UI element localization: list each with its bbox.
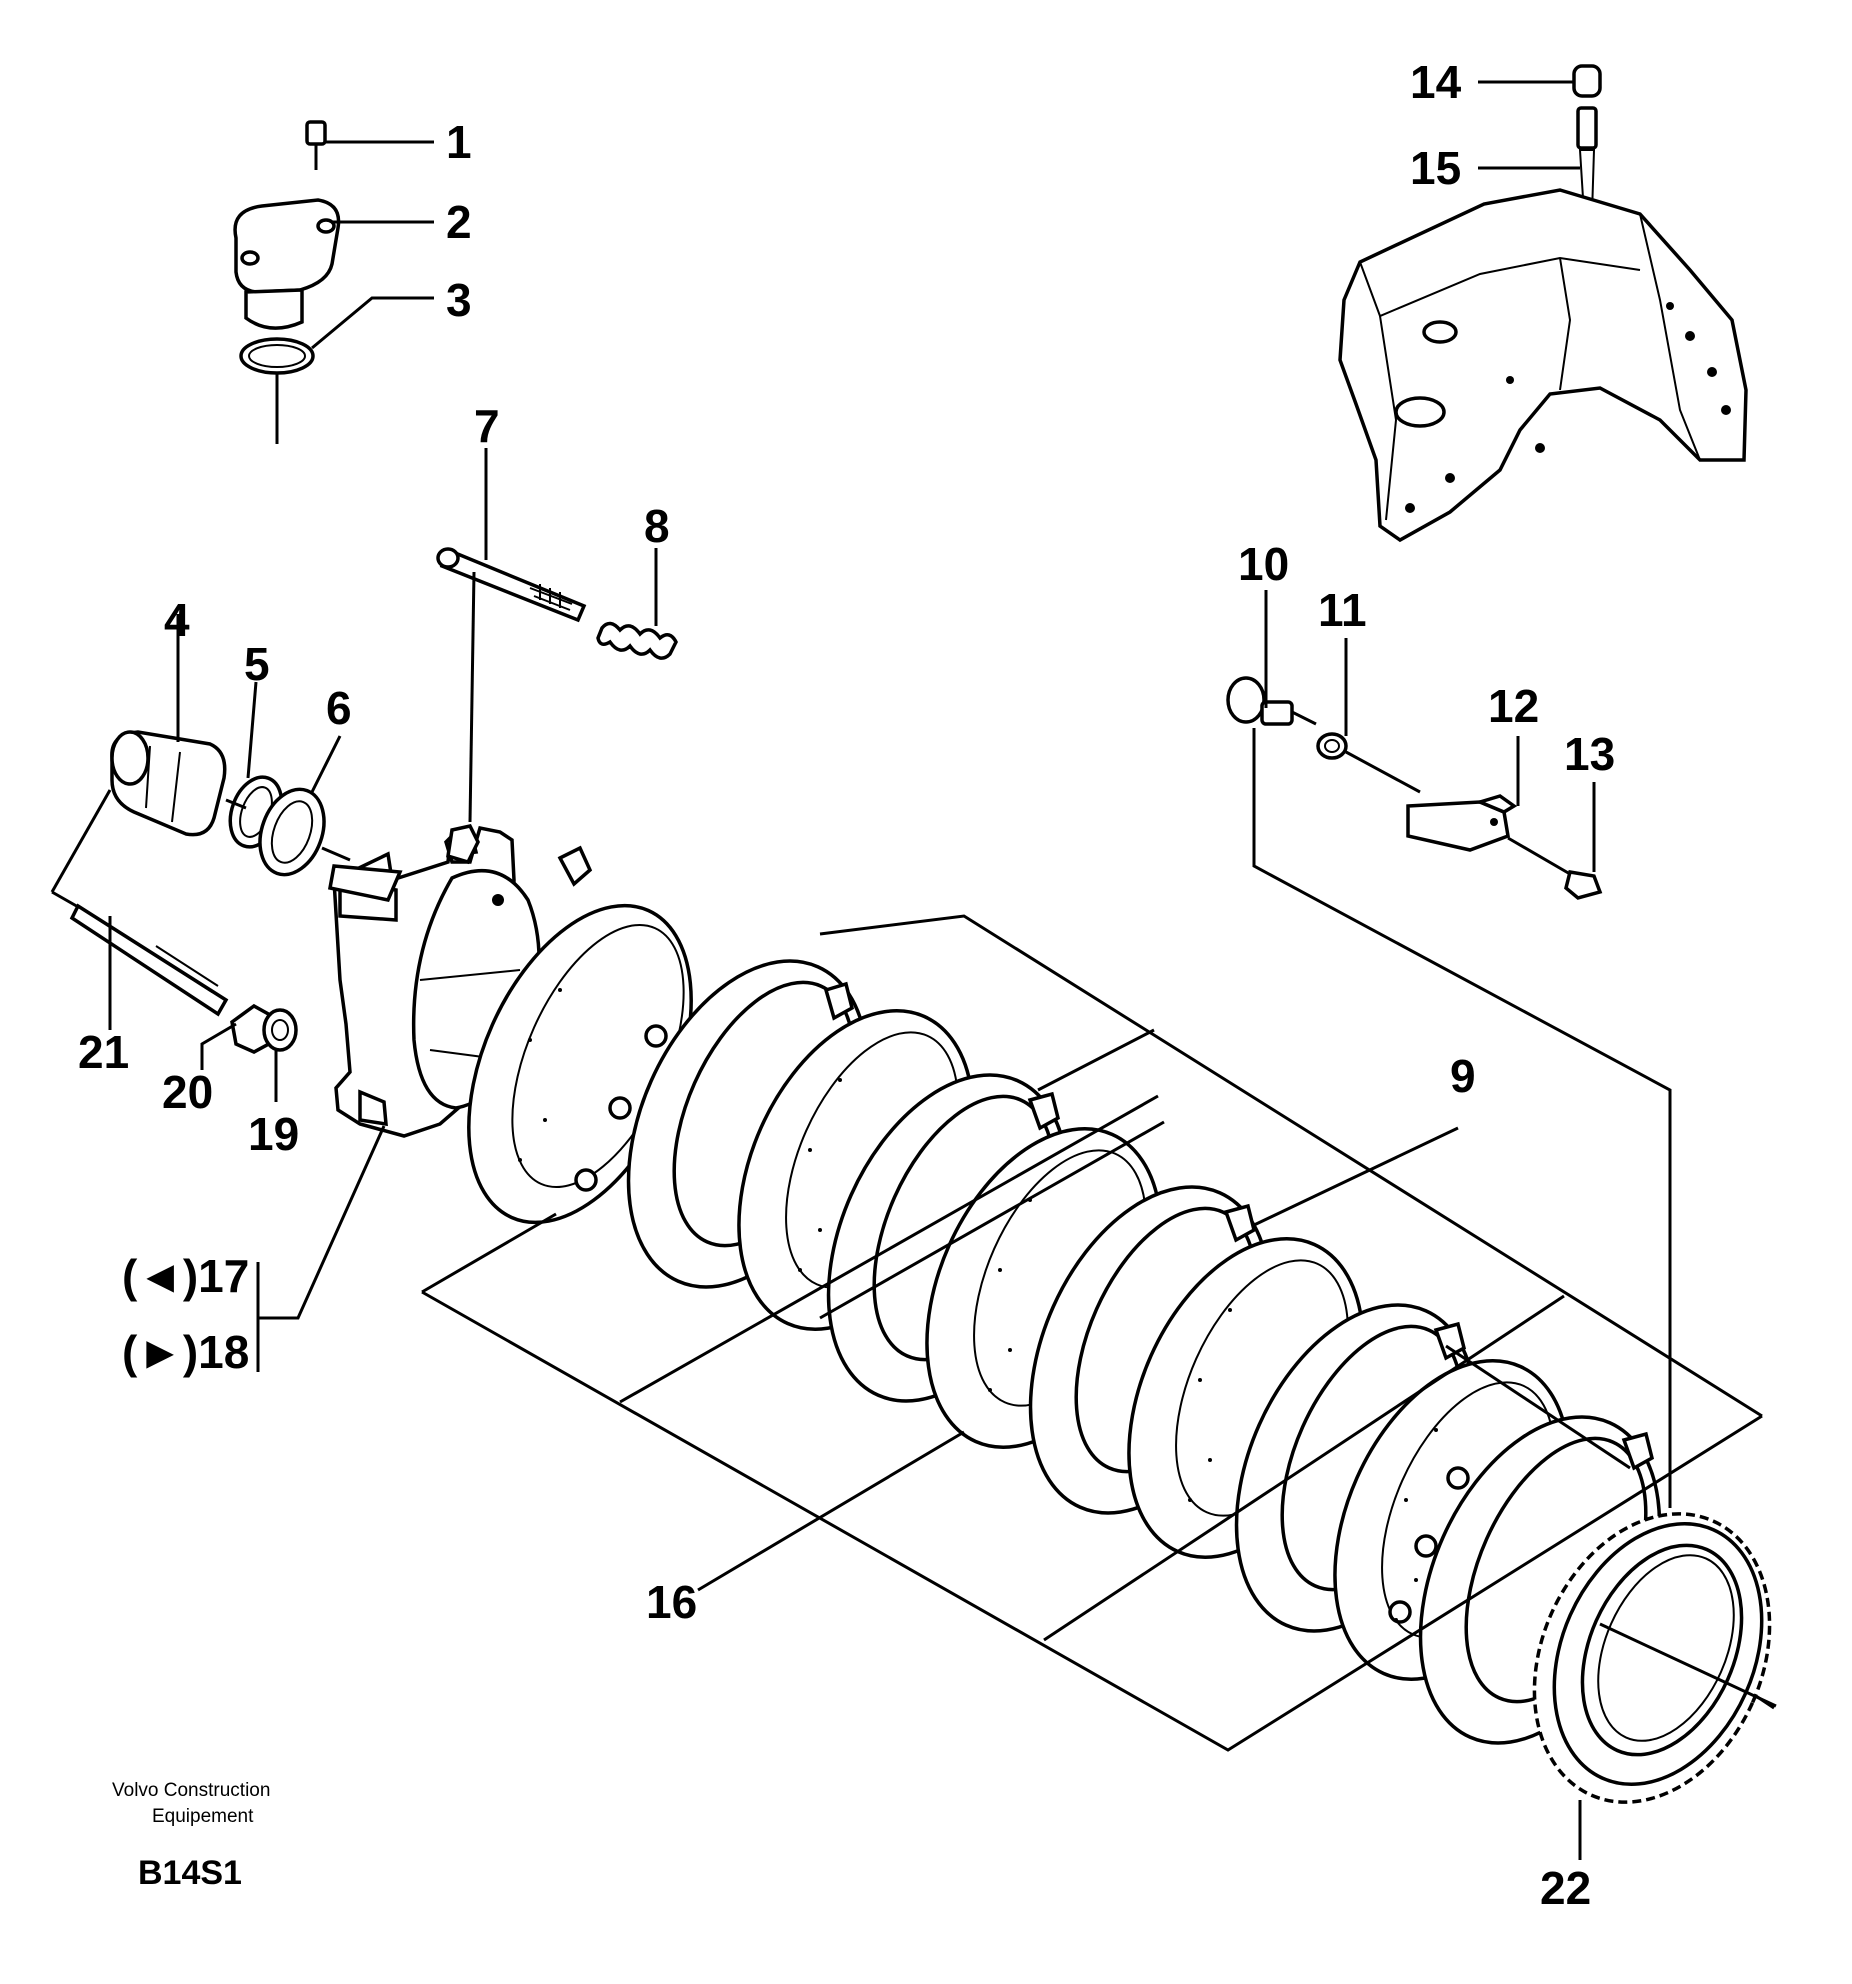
company-name-line2: Equipement: [152, 1806, 254, 1827]
callout-4: 4: [164, 594, 190, 646]
piston-and-seals: [110, 730, 351, 877]
callout-1: 1: [446, 116, 472, 168]
callout-20: 20: [162, 1066, 213, 1118]
pin-and-spring: [436, 547, 678, 823]
callout-14: 14: [1410, 56, 1462, 108]
drawing-code: B14S1: [138, 1854, 242, 1892]
callout-13: 13: [1564, 728, 1615, 780]
callout-6: 6: [326, 682, 352, 734]
callout-5: 5: [244, 638, 270, 690]
callout-16: 16: [646, 1576, 697, 1628]
callout-22: 22: [1540, 1862, 1591, 1914]
axle-housing: [1338, 64, 1748, 543]
callout-2: 2: [446, 196, 472, 248]
callout-19: 19: [248, 1108, 299, 1160]
callout-3: 3: [446, 274, 472, 326]
sensor-bracket: [1226, 676, 1603, 900]
company-name-line1: Volvo Construction: [112, 1780, 270, 1801]
callout-10: 10: [1238, 538, 1289, 590]
callout-17: (◄)17: [122, 1250, 249, 1302]
footer: Volvo Construction Equipement B14S1: [112, 1780, 270, 1892]
callout-9: 9: [1450, 1050, 1476, 1102]
leader-lines: [108, 80, 1763, 1860]
callout-11: 11: [1318, 584, 1367, 636]
callout-21: 21: [78, 1026, 129, 1078]
callout-8: 8: [644, 500, 670, 552]
callout-12: 12: [1488, 680, 1539, 732]
toothed-ring: [1532, 1512, 1777, 1804]
callout-7: 7: [474, 400, 500, 452]
callout-18: (►)18: [122, 1326, 249, 1378]
callout-15: 15: [1410, 142, 1461, 194]
callout-labels: 1 2 3 4 5 6 7 8 9 10 11 12 13 14 15 16 (…: [78, 56, 1615, 1914]
cover-assembly: [233, 120, 341, 444]
